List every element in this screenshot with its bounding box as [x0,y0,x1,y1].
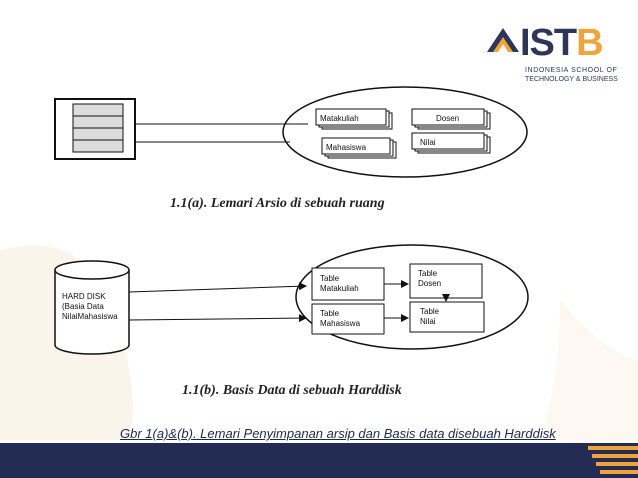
folder-stack-dosen [411,108,491,130]
harddisk-label-1: HARD DISK [62,292,106,301]
table-label-matakuliah-2: Matakuliah [320,284,359,293]
table-label-dosen-2: Dosen [418,279,441,288]
figure-caption: Gbr 1(a)&(b). Lemari Penyimpanan arsip d… [120,426,556,441]
logo-line-2: TECHNOLOGY & BUSINESS [525,76,618,83]
table-box-mahasiswa [311,303,385,335]
table-label-matakuliah-1: Table [320,274,340,283]
harddisk-ellipse [295,244,529,350]
folder-label-dosen: Dosen [436,114,459,123]
folder-label-matakuliah: Matakuliah [320,114,359,123]
cabinet-icon [54,98,136,160]
caption-b: 1.1(b). Basis Data di sebuah Harddisk [182,383,402,398]
arrow-harddisk-to-matakuliah [128,282,307,293]
folder-stack-mahasiswa [321,137,397,159]
arrow-harddisk-to-mahasiswa [128,314,307,323]
logo-word-ist: IST [520,22,577,64]
table-label-nilai-2: Nilai [420,317,436,326]
folder-stack-matakuliah [315,108,393,130]
background-swoosh-right [540,300,638,440]
harddisk-cylinder-icon [54,260,130,355]
harddisk-label-3: NilaiMahasiswa [62,312,118,321]
folder-stack-nilai [411,132,491,154]
logo-line-1: INDONESIA SCHOOL OF [525,67,618,74]
logo-wordmark: ISTB [520,22,604,64]
caption-a: 1.1(a). Lemari Arsio di sebuah ruang [170,196,385,211]
table-box-nilai [409,301,485,333]
table-label-nilai-1: Table [420,307,440,316]
table-label-dosen-1: Table [418,269,438,278]
logo-subtitle: INDONESIA SCHOOL OF TECHNOLOGY & BUSINES… [525,66,618,84]
folder-label-mahasiswa: Mahasiswa [326,143,367,152]
room-ellipse [282,86,528,178]
table-label-mahasiswa-1: Table [320,309,340,318]
footer-bar [0,443,638,478]
harddisk-label-2: (Basia Data [62,302,104,311]
logo-word-b: B [576,22,603,64]
table-box-matakuliah [311,267,385,301]
istb-logo-icon [487,28,519,52]
table-box-dosen [409,263,483,299]
footer-stripes [588,446,638,474]
folder-label-nilai: Nilai [420,138,436,147]
table-label-mahasiswa-2: Mahasiswa [320,319,361,328]
